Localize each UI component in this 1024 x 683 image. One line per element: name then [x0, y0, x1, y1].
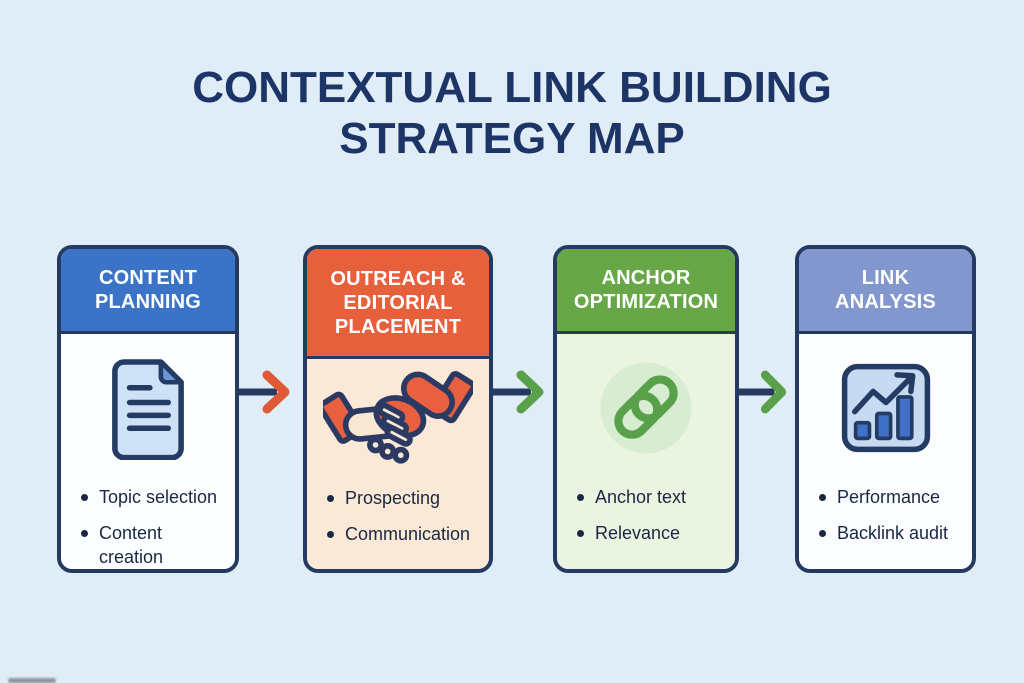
bullet-item: Prospecting: [325, 487, 477, 510]
chart-icon: [799, 334, 972, 482]
bullet-item: Communication: [325, 523, 477, 546]
page-title: CONTEXTUAL LINK BUILDING STRATEGY MAP: [192, 63, 832, 164]
card-link-analysis: LINK ANALYSIS Performance Backlink audit: [795, 245, 976, 573]
card-title: ANCHOR OPTIMIZATION: [573, 267, 719, 313]
card-title: CONTENT PLANNING: [94, 267, 202, 313]
flow-arrow-icon: [239, 370, 290, 414]
bullet-item: Anchor text: [575, 486, 727, 509]
card-header: LINK ANALYSIS: [799, 249, 972, 334]
bullet-item: Topic selection: [79, 486, 229, 509]
card-title: OUTREACH & EDITORIAL PLACEMENT: [330, 267, 466, 338]
card-outreach-editorial-placement: OUTREACH & EDITORIAL PLACEMENT: [303, 245, 493, 573]
card-body: Performance Backlink audit: [799, 334, 972, 569]
card-header: OUTREACH & EDITORIAL PLACEMENT: [307, 249, 489, 359]
bullet-item: Relevance: [575, 522, 727, 545]
flow-arrow-icon: [739, 370, 787, 414]
card-header: ANCHOR OPTIMIZATION: [557, 249, 735, 334]
corner-artifact: [8, 678, 56, 683]
bullet-list: Prospecting Communication: [307, 487, 489, 547]
card-title: LINK ANALYSIS: [835, 267, 936, 313]
card-body: Topic selection Content creation: [61, 334, 235, 569]
card-anchor-optimization: ANCHOR OPTIMIZATION Anchor text Relevanc…: [553, 245, 739, 573]
document-icon: [61, 334, 235, 482]
bullet-item: Performance: [817, 486, 966, 509]
card-body: Anchor text Relevance: [557, 334, 735, 569]
link-icon: [557, 334, 735, 482]
card-content-planning: CONTENT PLANNING Topic selection Content…: [57, 245, 239, 573]
card-body: Prospecting Communication: [307, 359, 489, 569]
handshake-icon: [307, 359, 489, 483]
bullet-item: Backlink audit: [817, 522, 966, 545]
bullet-list: Anchor text Relevance: [557, 486, 735, 546]
bullet-list: Performance Backlink audit: [799, 486, 972, 546]
bullet-item: Content creation: [79, 522, 229, 569]
flow-arrow-icon: [493, 370, 544, 414]
bullet-list: Topic selection Content creation: [61, 486, 235, 569]
card-header: CONTENT PLANNING: [61, 249, 235, 334]
